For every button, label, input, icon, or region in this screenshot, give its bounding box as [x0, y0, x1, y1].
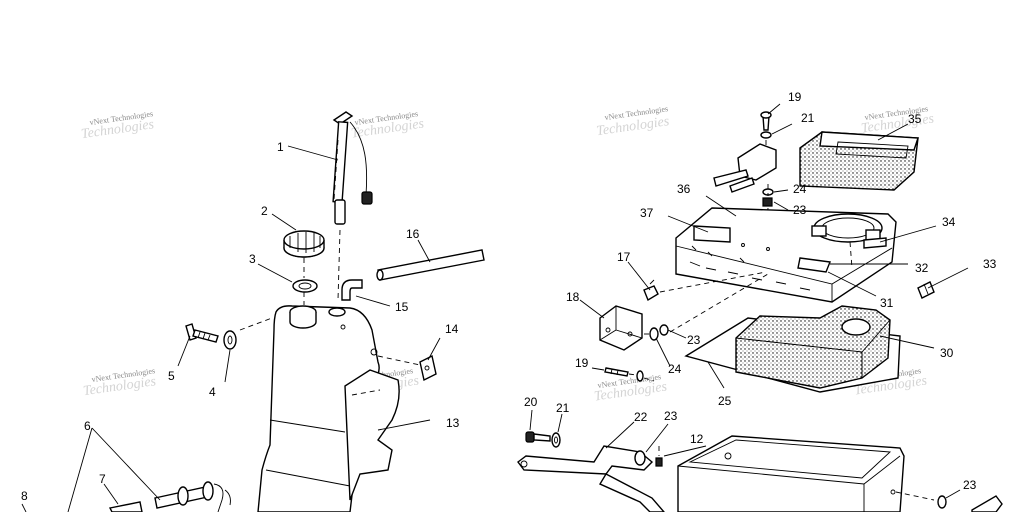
callout-22: 22	[634, 410, 648, 424]
part-19-screw-top	[760, 111, 772, 131]
watermark: Technologies vNext Technologies	[82, 366, 157, 399]
part-19-screw-mid	[604, 367, 629, 377]
callout-30: 30	[940, 346, 954, 360]
part-3-gasket	[292, 279, 318, 293]
callout-37: 37	[640, 206, 654, 220]
part-34-tab	[863, 237, 887, 249]
callout-19-top: 19	[788, 90, 802, 104]
callout-32: 32	[915, 261, 929, 275]
part-18-fuel-pump	[599, 305, 643, 351]
callout-36: 36	[677, 182, 691, 196]
callout-2: 2	[261, 204, 268, 218]
alignment-lines-right	[669, 273, 769, 333]
part-22-bracket	[517, 445, 665, 512]
part-30-battery	[735, 305, 891, 389]
part-21-washer-top	[760, 131, 772, 139]
part-24-washer-mid	[649, 327, 659, 341]
callout-23-top: 23	[793, 203, 807, 217]
callout-15: 15	[395, 300, 409, 314]
callout-23-mid: 23	[687, 333, 701, 347]
callout-13: 13	[446, 416, 460, 430]
part-1-fuel-sender	[332, 111, 373, 225]
part-20-bolt	[525, 431, 551, 443]
callout-33: 33	[983, 257, 997, 271]
callout-labels: 1 2 3 4 5 6 7 8 12 13 14 15 16 17 18 19 …	[21, 90, 997, 503]
callout-12: 12	[690, 432, 704, 446]
callout-3: 3	[249, 252, 256, 266]
callout-20: 20	[524, 395, 538, 409]
part-23-nut-bottom	[634, 450, 646, 466]
part-23-nut-box	[937, 495, 1003, 512]
part-15-elbow-fitting	[341, 279, 363, 301]
part-13-fuel-tank	[257, 305, 400, 512]
callout-25: 25	[718, 394, 732, 408]
leader-lines	[67, 103, 969, 512]
part-battery-box	[677, 435, 935, 512]
callout-24-mid: 24	[668, 362, 682, 376]
callout-18: 18	[566, 290, 580, 304]
callout-8: 8	[21, 489, 28, 503]
callout-1: 1	[277, 140, 284, 154]
callout-21-top: 21	[801, 111, 815, 125]
part-2-fuel-cap	[283, 230, 325, 258]
callout-17: 17	[617, 250, 631, 264]
part-7-fuel-line	[108, 481, 231, 512]
part-5-bolt	[185, 323, 219, 343]
watermark: Technologies vNext Technologies	[593, 372, 668, 404]
callout-23-box: 23	[963, 478, 977, 492]
part-32-sticker	[797, 257, 831, 273]
part-relay-switch	[713, 140, 777, 193]
part-35-foam-block	[799, 131, 919, 191]
part-16-hose	[376, 249, 485, 281]
part-14-clip	[419, 354, 437, 382]
part-4-washer	[223, 330, 237, 350]
callout-5: 5	[168, 369, 175, 383]
callout-4: 4	[209, 385, 216, 399]
part-36-battery-cover	[675, 207, 897, 303]
watermark: Technologies vNext Technologies	[350, 109, 425, 141]
part-24-washer-mid2	[628, 370, 655, 382]
part-8-fitting	[21, 503, 27, 512]
watermark: Technologies vNext Technologies	[596, 104, 671, 139]
watermark: Technologies vNext Technologies	[80, 109, 155, 142]
callout-31: 31	[880, 296, 894, 310]
part-33-connector	[917, 281, 935, 299]
callout-7: 7	[99, 472, 106, 486]
part-17-fitting	[643, 271, 767, 302]
callout-14: 14	[445, 322, 459, 336]
watermark: Technologies vNext Technologies	[860, 104, 935, 136]
callout-16: 16	[406, 227, 420, 241]
part-21-washer-bottom	[551, 432, 561, 448]
alignment-lines-left	[239, 229, 421, 366]
callout-21-bottom: 21	[556, 401, 570, 415]
callout-23-bottom: 23	[664, 409, 678, 423]
callout-19-mid: 19	[575, 356, 589, 370]
part-12-nut	[655, 446, 663, 467]
callout-34: 34	[942, 215, 956, 229]
callout-6: 6	[84, 419, 91, 433]
callout-24-top: 24	[793, 182, 807, 196]
callout-35: 35	[908, 112, 922, 126]
